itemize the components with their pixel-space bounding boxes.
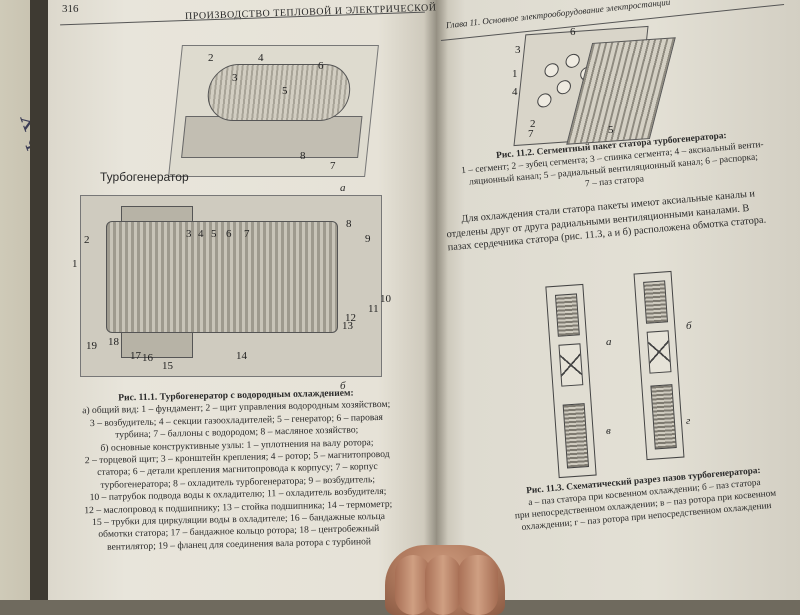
book-gutter bbox=[424, 0, 448, 600]
fig-b-label: 9 bbox=[365, 233, 371, 245]
winding-bar bbox=[643, 280, 669, 324]
figure-generator-cutaway bbox=[80, 195, 382, 377]
winding-cross bbox=[558, 343, 584, 387]
fig-b-label: 7 bbox=[244, 228, 250, 240]
fig-b-label: 19 bbox=[86, 340, 97, 352]
figure-caption-11-1: Рис. 11.1. Турбогенератор с водородным о… bbox=[58, 386, 416, 555]
vent-channel-hole bbox=[543, 62, 560, 78]
winding-bar bbox=[554, 293, 580, 337]
figure-letter-b: б bbox=[340, 380, 346, 392]
fig-seg-label: 3 bbox=[515, 44, 521, 56]
fig-seg-label: 4 bbox=[512, 86, 518, 98]
fig-a-label: 4 bbox=[258, 52, 264, 64]
fig-b-label: 10 bbox=[380, 293, 391, 305]
fig-seg-label: 5 bbox=[608, 124, 614, 136]
winding-cross bbox=[646, 330, 672, 374]
vent-channel-hole bbox=[536, 92, 553, 108]
winding-bar bbox=[650, 384, 677, 450]
finger bbox=[458, 555, 498, 615]
figure-inline-title: Турбогенератор bbox=[100, 170, 189, 184]
fig-b-label: 2 bbox=[84, 234, 90, 246]
fig-a-label: 7 bbox=[330, 160, 336, 172]
fig-b-label: 14 bbox=[236, 350, 247, 362]
slot-letter: в bbox=[606, 425, 611, 437]
fig-b-label: 16 bbox=[142, 352, 153, 364]
fig-b-label: 12 bbox=[345, 312, 356, 324]
fig-a-label: 2 bbox=[208, 52, 214, 64]
figure-generator-overview bbox=[168, 45, 379, 177]
fig-b-label: 4 bbox=[198, 228, 204, 240]
fig-b-label: 15 bbox=[162, 360, 173, 372]
vent-channel-hole bbox=[564, 53, 581, 69]
slot-letter: г bbox=[686, 415, 691, 427]
fig-a-label: 5 bbox=[282, 85, 288, 97]
fig-b-label: 5 bbox=[211, 228, 217, 240]
vent-channel-hole bbox=[556, 79, 572, 95]
winding-bar bbox=[562, 403, 590, 469]
fig-b-label: 1 bbox=[72, 258, 78, 270]
fig-b-label: 8 bbox=[346, 218, 352, 230]
foundation-shape bbox=[181, 116, 363, 158]
turbine-body-shape bbox=[204, 64, 353, 121]
fig-a-label: 3 bbox=[232, 72, 238, 84]
rotor-cutaway-shape bbox=[106, 221, 338, 333]
fig-b-label: 3 bbox=[186, 228, 192, 240]
page-number: 316 bbox=[62, 3, 79, 15]
fig-b-label: 13 bbox=[342, 320, 353, 332]
fig-a-label: 8 bbox=[300, 150, 306, 162]
figure-letter-a: а bbox=[340, 182, 346, 194]
fig-b-label: 17 bbox=[130, 350, 141, 362]
fig-seg-label: 1 bbox=[512, 68, 518, 80]
fig-a-label: 6 bbox=[318, 60, 324, 72]
slot-letter: а bbox=[606, 336, 612, 348]
fig-b-label: 18 bbox=[108, 336, 119, 348]
fig-seg-label: 6 bbox=[570, 26, 576, 38]
finger bbox=[425, 555, 461, 615]
fig-seg-label: 2 bbox=[530, 118, 536, 130]
fig-b-label: 11 bbox=[368, 303, 379, 315]
slot-letter: б bbox=[686, 320, 692, 332]
fig-seg-label: 7 bbox=[528, 128, 534, 140]
fig-b-label: 6 bbox=[226, 228, 232, 240]
